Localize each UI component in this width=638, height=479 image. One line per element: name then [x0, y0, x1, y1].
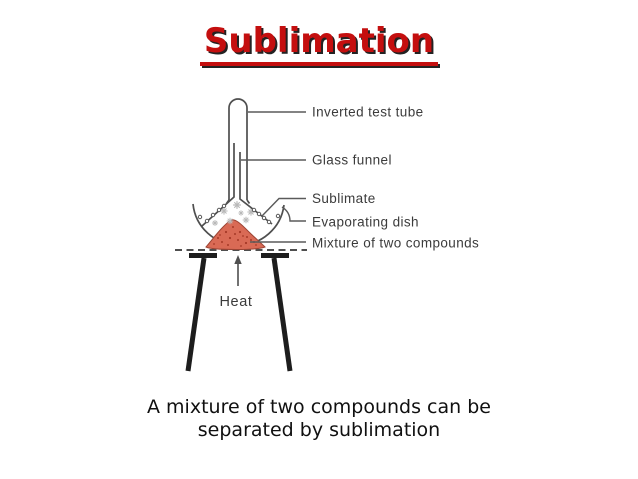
mixture-speckles — [213, 226, 257, 247]
tripod-stand — [185, 253, 293, 372]
heat-arrow — [234, 255, 242, 286]
heat-label: Heat — [219, 294, 252, 310]
label-evaporating-dish: Evaporating dish — [312, 215, 419, 230]
inverted-test-tube-shape — [225, 98, 251, 204]
leader-evaporating-dish — [281, 206, 306, 222]
page-title: Sublimation — [199, 22, 439, 66]
label-inverted-test-tube: Inverted test tube — [312, 105, 424, 120]
caption-line-2: separated by sublimation — [197, 419, 441, 441]
tripod-left-leg — [185, 257, 207, 372]
caption-line-1: A mixture of two compounds can be — [147, 396, 491, 418]
label-mixture-of-two-compounds: Mixture of two compounds — [312, 236, 479, 251]
tripod-left-foot — [189, 253, 217, 258]
tripod-right-foot — [261, 253, 289, 258]
title-row: Sublimation — [0, 22, 638, 66]
label-sublimate: Sublimate — [312, 191, 376, 206]
leader-sublimate — [261, 197, 306, 217]
sublimate-beads — [197, 203, 281, 225]
heat-arrowhead-icon — [234, 255, 242, 264]
caption: A mixture of two compounds can be separa… — [0, 396, 638, 442]
tripod-right-leg — [271, 257, 293, 372]
label-glass-funnel: Glass funnel — [312, 153, 392, 168]
